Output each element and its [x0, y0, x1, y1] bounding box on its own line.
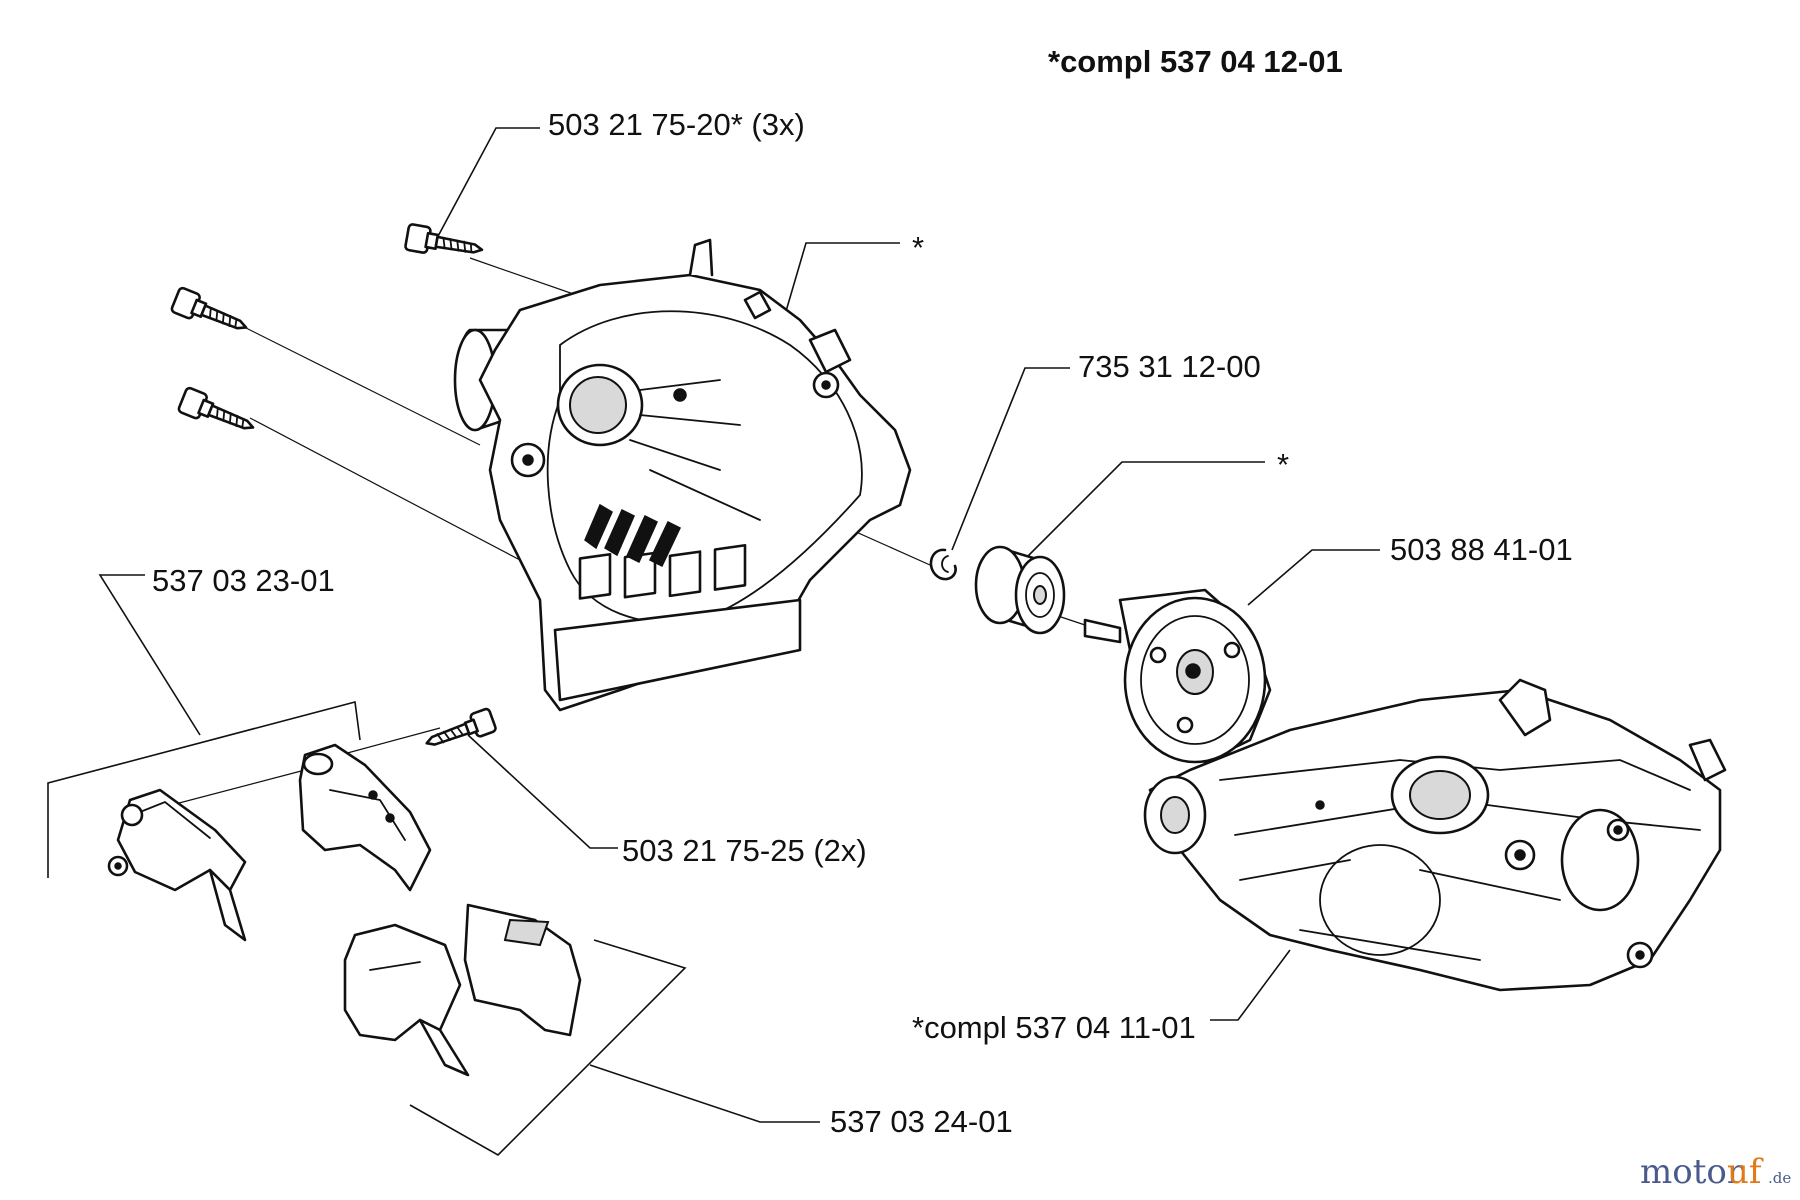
watermark-part-b: uf [1727, 1152, 1764, 1192]
label-bearing-star: * [1277, 447, 1289, 482]
label-screws-top: 503 21 75-20* (3x) [548, 107, 805, 142]
leader-gear-housing: *compl 537 04 11-01 [912, 949, 1291, 1045]
clutch-housing [453, 238, 912, 712]
clutch-drum [1083, 588, 1272, 764]
label-left-clamp: 537 03 23-01 [152, 563, 335, 598]
gear-housing [1143, 678, 1727, 992]
clamp-right [343, 903, 582, 1077]
clamp-left-upper [298, 743, 432, 892]
leader-drum: 503 88 41-01 [1247, 532, 1573, 606]
assembly-label: *compl 537 04 12-01 [1048, 44, 1343, 79]
leader-right-clamp: 537 03 24-01 [409, 939, 1013, 1156]
bearing [974, 545, 1066, 635]
label-drum: 503 88 41-01 [1390, 532, 1573, 567]
label-right-clamp: 537 03 24-01 [830, 1104, 1013, 1139]
watermark-suffix: .de [1768, 1169, 1791, 1187]
label-housing-star: * [912, 230, 924, 265]
label-circlip: 735 31 12-00 [1078, 349, 1261, 384]
leader-circlip: 735 31 12-00 [951, 349, 1261, 551]
leader-left-clamp: 537 03 23-01 [47, 563, 361, 878]
label-small-screws: 503 21 75-25 (2x) [622, 833, 867, 868]
screw-top-1 [404, 223, 484, 254]
watermark-part-a: motor [1640, 1152, 1744, 1192]
clamp-left [107, 788, 247, 942]
label-gear-housing: *compl 537 04 11-01 [912, 1010, 1196, 1045]
screw-top-2 [170, 286, 248, 330]
screw-small [425, 707, 497, 746]
leader-screws-top: 503 21 75-20* (3x) [435, 107, 805, 241]
leader-small-screws: 503 21 75-25 (2x) [467, 734, 867, 868]
leader-bearing-star: * [1023, 447, 1289, 561]
circlip [929, 548, 957, 581]
screw-top-3 [177, 386, 255, 430]
watermark-logo: motor uf .de [1640, 1152, 1791, 1192]
